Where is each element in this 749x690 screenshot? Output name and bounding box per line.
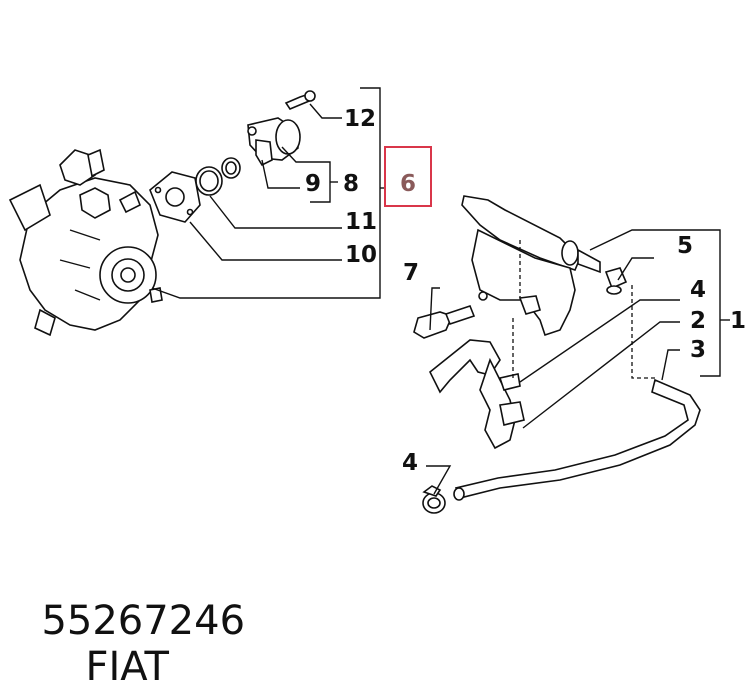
part-label-4-lower: 4	[402, 450, 418, 476]
exploded-parts-diagram: 12 9 8 6 11 10 7 5 4 2 1 3 4	[8, 87, 746, 514]
assembly-guides	[512, 240, 658, 379]
part-label-8: 8	[343, 171, 359, 197]
brand-name: FIAT	[85, 644, 169, 690]
part-label-1: 1	[730, 308, 746, 334]
part-label-10: 10	[345, 242, 377, 268]
part-label-7: 7	[403, 260, 419, 286]
part-label-2: 2	[690, 308, 706, 334]
part-code: 55267246	[41, 598, 246, 644]
part-label-3: 3	[690, 337, 706, 363]
part-label-9: 9	[305, 171, 321, 197]
highlight-box	[384, 146, 432, 207]
part-label-4-upper: 4	[690, 277, 706, 303]
part-label-5: 5	[677, 233, 693, 259]
part-label-11: 11	[345, 209, 377, 235]
part-label-12: 12	[344, 106, 376, 132]
leader-lines-right	[426, 229, 730, 495]
bracket-hose-assembly	[413, 195, 701, 514]
part-label-6: 6	[400, 171, 416, 197]
pressure-regulator-group	[149, 90, 316, 223]
part-caption: 55267246 FIAT	[16, 552, 245, 690]
leader-lines-left	[151, 87, 395, 299]
high-pressure-pump	[8, 148, 163, 337]
